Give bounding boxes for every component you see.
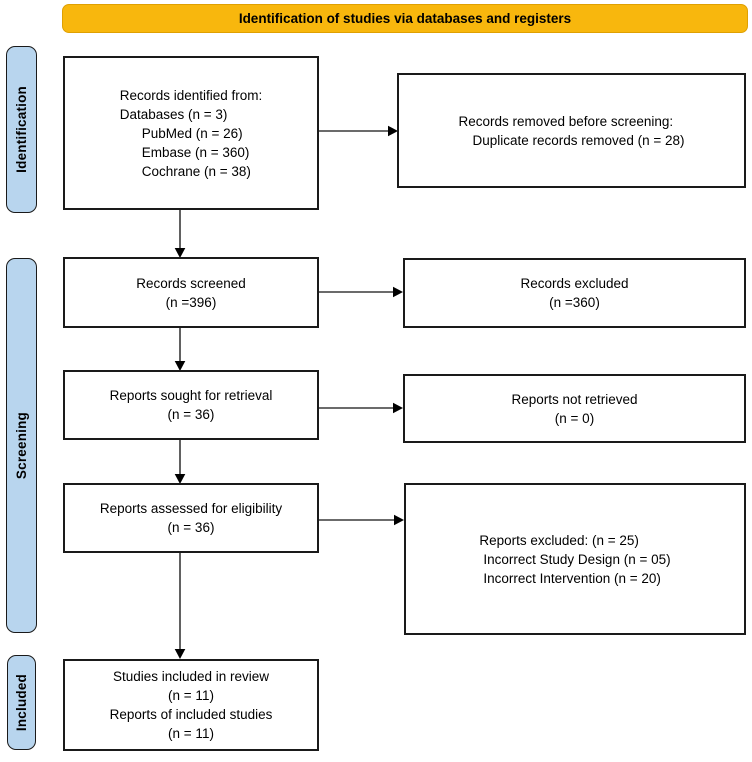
- box-records-screened: Records screened (n =396): [63, 257, 319, 328]
- box-text-line: Reports excluded: (n = 25): [479, 532, 639, 548]
- box-text-line: Incorrect Intervention (n = 20): [483, 570, 661, 586]
- box-text-line: Databases (n = 3): [119, 106, 228, 122]
- stage-label-included: Included: [14, 673, 29, 732]
- box-text-line: (n = 11): [168, 726, 214, 741]
- banner-label: Identification of studies via databases …: [238, 11, 572, 26]
- box-text-line: PubMed (n = 26): [141, 125, 243, 141]
- box-text-line: Records removed before screening:: [458, 113, 674, 129]
- box-text-line: Records screened: [136, 275, 246, 291]
- box-records-identified: Records identified from: Databases (n = …: [63, 56, 319, 210]
- box-reports-assessed-for-eligibility: Reports assessed for eligibility (n = 36…: [63, 483, 319, 553]
- box-text-line: Duplicate records removed (n = 28): [472, 132, 685, 148]
- box-text-line: Records excluded: [520, 276, 629, 291]
- box-records-removed-before-screening: Records removed before screening: Duplic…: [397, 73, 746, 188]
- box-text-line: Cochrane (n = 38): [141, 163, 251, 179]
- box-text-line: Reports not retrieved: [511, 391, 638, 407]
- stage-bar-included: Included: [7, 655, 36, 750]
- box-reports-sought-for-retrieval: Reports sought for retrieval (n = 36): [63, 370, 319, 440]
- box-text-line: (n =396): [165, 294, 217, 310]
- box-text-line: Studies included in review: [112, 669, 270, 684]
- stage-label-screening: Screening: [14, 411, 29, 480]
- box-text-line: (n = 36): [167, 520, 215, 535]
- box-text-line: Reports of included studies: [109, 707, 273, 722]
- stage-bar-identification: Identification: [6, 46, 37, 213]
- box-text-line: (n = 11): [168, 688, 214, 703]
- stage-bar-screening: Screening: [6, 258, 37, 633]
- stage-label-identification: Identification: [14, 86, 29, 173]
- box-records-excluded: Records excluded (n =360): [403, 258, 746, 328]
- box-text-line: (n = 0): [554, 410, 595, 426]
- box-text-line: (n = 36): [167, 407, 215, 422]
- box-text-line: Records identified from:: [119, 87, 263, 103]
- box-reports-excluded: Reports excluded: (n = 25) Incorrect Stu…: [404, 483, 746, 635]
- box-text-line: Embase (n = 360): [141, 144, 250, 160]
- box-text-line: Incorrect Study Design (n = 05): [483, 551, 671, 567]
- banner-identification-via-databases: Identification of studies via databases …: [62, 4, 748, 33]
- box-text-line: Reports sought for retrieval: [109, 388, 273, 403]
- box-text-line: Reports assessed for eligibility: [99, 501, 283, 516]
- box-studies-included-in-review: Studies included in review (n = 11) Repo…: [63, 659, 319, 751]
- box-text-line: (n =360): [549, 295, 600, 310]
- box-reports-not-retrieved: Reports not retrieved (n = 0): [403, 374, 746, 443]
